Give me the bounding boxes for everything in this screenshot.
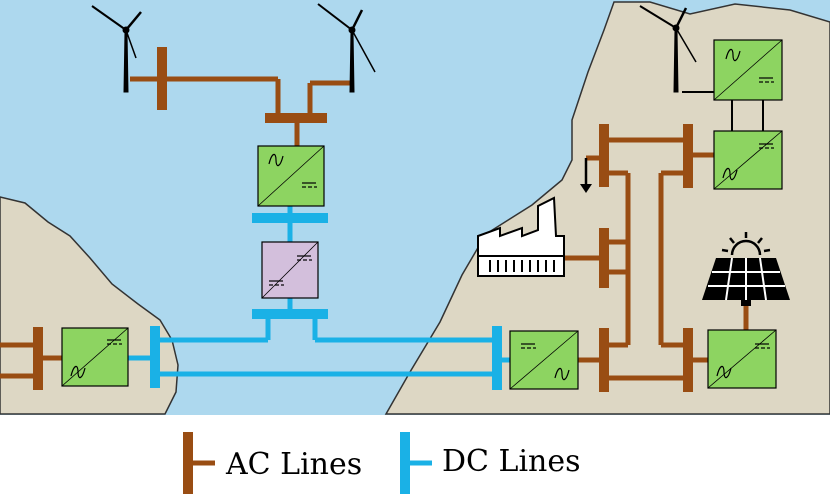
legend-ac-symbol xyxy=(183,432,215,494)
right-land xyxy=(384,1,830,415)
converter-solar xyxy=(707,329,777,389)
wind-turbine-icon xyxy=(639,5,697,93)
converter-links xyxy=(682,91,764,131)
converter-onshore-wind-1 xyxy=(713,39,783,101)
legend-dc-symbol xyxy=(400,432,432,494)
legend: AC Lines DC Lines xyxy=(183,432,581,494)
converter-onshore-wind-2 xyxy=(713,130,783,190)
wind-turbine-icon xyxy=(91,5,142,93)
converter-onshore-dcac xyxy=(509,330,579,390)
legend-ac-label: AC Lines xyxy=(225,447,362,482)
converter-dcdc xyxy=(261,241,319,299)
solar-panel-icon xyxy=(702,257,790,306)
sun-icon xyxy=(721,232,771,256)
factory-icon xyxy=(477,196,565,277)
dc-lines xyxy=(128,206,510,390)
load-arrow-icon xyxy=(580,158,592,193)
white-footer xyxy=(0,415,830,497)
converter-left-acdc xyxy=(61,327,129,387)
ac-lines xyxy=(0,47,749,392)
legend-dc-label: DC Lines xyxy=(442,444,581,479)
wind-turbine-icon xyxy=(317,3,376,93)
converter-offshore-acdc xyxy=(257,145,325,207)
